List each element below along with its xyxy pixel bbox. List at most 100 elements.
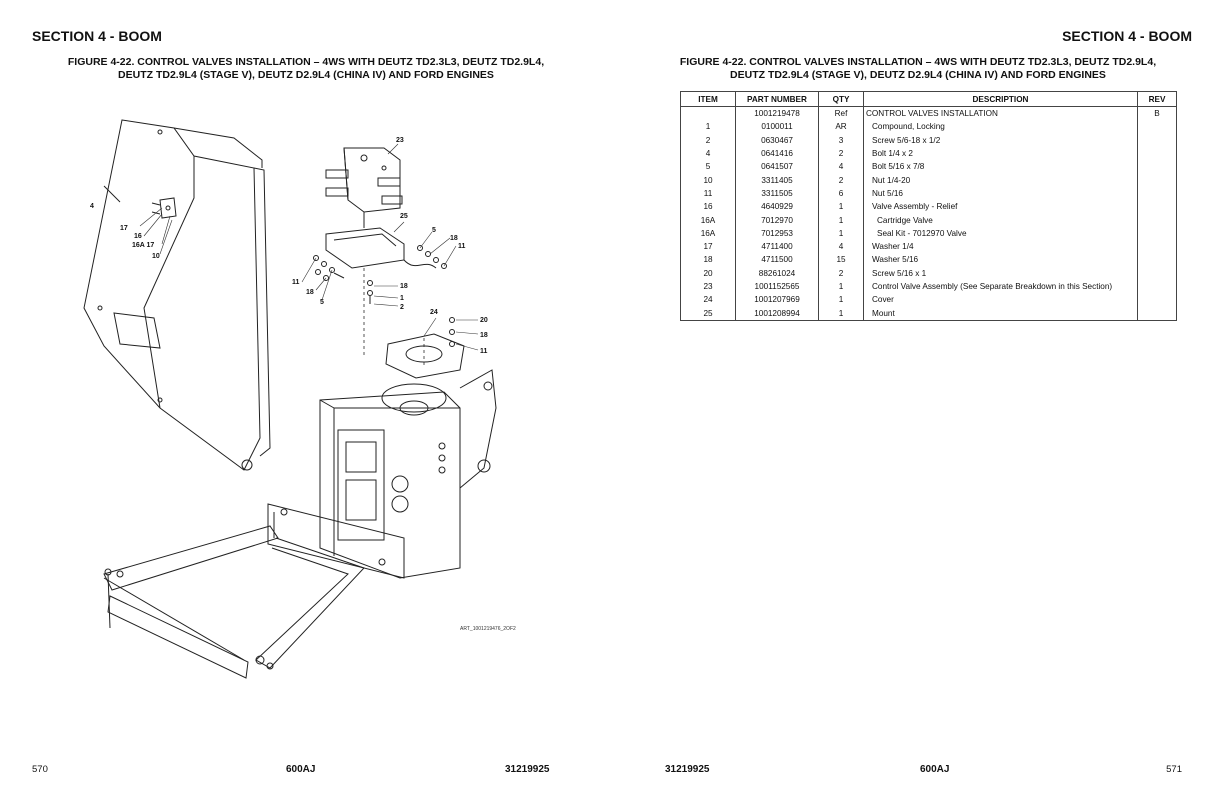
callout-11-left: 11 — [292, 279, 300, 286]
cover — [385, 333, 465, 379]
callout-11: 11 — [458, 243, 466, 250]
section-title: SECTION 4 - BOOM — [1062, 28, 1192, 44]
cell-rev — [1137, 186, 1177, 201]
header-rev: REV — [1137, 91, 1177, 107]
cell-description: Bolt 1/4 x 2 — [863, 146, 1138, 161]
callout-23: 23 — [396, 137, 404, 144]
cell-rev — [1137, 133, 1177, 147]
cell-description: Screw 5/6-18 x 1/2 — [863, 133, 1138, 147]
cell-item: 5 — [680, 160, 736, 174]
cell-description: Nut 5/16 — [863, 186, 1138, 201]
cell-part-number: 4711400 — [735, 239, 819, 254]
cell-description: Bolt 5/16 x 7/8 — [863, 160, 1138, 174]
cell-qty: 1 — [818, 293, 864, 307]
cell-part-number: 3311505 — [735, 186, 819, 201]
cell-part-number: 7012953 — [735, 226, 819, 240]
cell-rev — [1137, 279, 1177, 294]
cell-rev — [1137, 160, 1177, 174]
cell-part-number: 7012970 — [735, 213, 819, 227]
cell-qty: 1 — [818, 200, 864, 214]
callout-16: 16 — [134, 233, 142, 240]
cell-description: Mount — [863, 306, 1138, 321]
callout-5: 5 — [432, 227, 436, 234]
page-number: 570 — [32, 764, 48, 775]
figure-title-line-1: FIGURE 4-22. CONTROL VALVES INSTALLATION… — [67, 56, 545, 68]
cell-item: 16A — [680, 213, 736, 227]
cell-qty: 1 — [818, 226, 864, 240]
cell-item: 20 — [680, 266, 736, 280]
cell-qty: Ref — [818, 106, 864, 121]
callout-17: 17 — [120, 225, 128, 232]
cell-description: Compound, Locking — [863, 120, 1138, 134]
cell-rev — [1137, 293, 1177, 307]
model-name: 600AJ — [920, 764, 950, 775]
hardware-right — [403, 245, 447, 269]
cell-description: Washer 5/16 — [863, 253, 1138, 267]
cell-item: 23 — [680, 279, 736, 294]
cell-rev — [1137, 306, 1177, 321]
page-number: 571 — [1166, 764, 1182, 775]
cell-description: Cover — [863, 293, 1138, 307]
callout-24: 24 — [430, 309, 438, 316]
hardware-left — [313, 255, 345, 281]
callout-20: 20 — [480, 317, 488, 324]
callout-18: 18 — [450, 235, 458, 242]
cell-item: 17 — [680, 239, 736, 254]
cell-item: 18 — [680, 253, 736, 267]
callout-16a-17: 16A 17 — [132, 242, 154, 249]
callout-18-right: 18 — [480, 332, 488, 339]
cell-qty: 2 — [818, 173, 864, 187]
cell-description: Valve Assembly - Relief — [863, 200, 1138, 214]
cell-qty: 4 — [818, 239, 864, 254]
cell-qty: AR — [818, 120, 864, 134]
cell-item: 1 — [680, 120, 736, 134]
callout-25: 25 — [400, 213, 408, 220]
callout-2: 2 — [400, 304, 404, 311]
cell-qty: 4 — [818, 160, 864, 174]
callout-10: 10 — [152, 253, 160, 260]
cell-part-number: 1001208994 — [735, 306, 819, 321]
cell-qty: 1 — [818, 279, 864, 294]
cell-part-number: 0641416 — [735, 146, 819, 161]
doc-number: 31219925 — [665, 764, 710, 775]
leveling-arms — [103, 525, 365, 679]
cell-qty: 2 — [818, 146, 864, 161]
cell-part-number: 3311405 — [735, 173, 819, 187]
callout-11-right: 11 — [480, 348, 488, 355]
cell-qty: 1 — [818, 213, 864, 227]
cell-rev — [1137, 226, 1177, 240]
cell-qty: 3 — [818, 133, 864, 147]
cell-description: Nut 1/4-20 — [863, 173, 1138, 187]
cell-rev — [1137, 146, 1177, 161]
cell-rev: B — [1137, 106, 1177, 121]
figure-title-line-2: DEUTZ TD2.9L4 (STAGE V), DEUTZ D2.9L4 (C… — [730, 69, 1106, 81]
cell-rev — [1137, 239, 1177, 254]
callout-4: 4 — [90, 203, 94, 210]
cell-qty: 15 — [818, 253, 864, 267]
table-header-row: ITEM PART NUMBER QTY DESCRIPTION REV — [680, 91, 1177, 107]
platform-support-frame — [319, 369, 497, 579]
cell-item: 24 — [680, 293, 736, 307]
cell-part-number: 1001219478 — [735, 106, 819, 121]
cell-item: 16 — [680, 200, 736, 214]
cell-item: 10 — [680, 173, 736, 187]
cell-description: Screw 5/16 x 1 — [863, 266, 1138, 280]
cell-part-number: 88261024 — [735, 266, 819, 280]
cell-part-number: 1001152565 — [735, 279, 819, 294]
cell-description: Control Valve Assembly (See Separate Bre… — [863, 279, 1138, 294]
cell-part-number: 4711500 — [735, 253, 819, 267]
cell-item: 11 — [680, 186, 736, 201]
cell-item: 2 — [680, 133, 736, 147]
